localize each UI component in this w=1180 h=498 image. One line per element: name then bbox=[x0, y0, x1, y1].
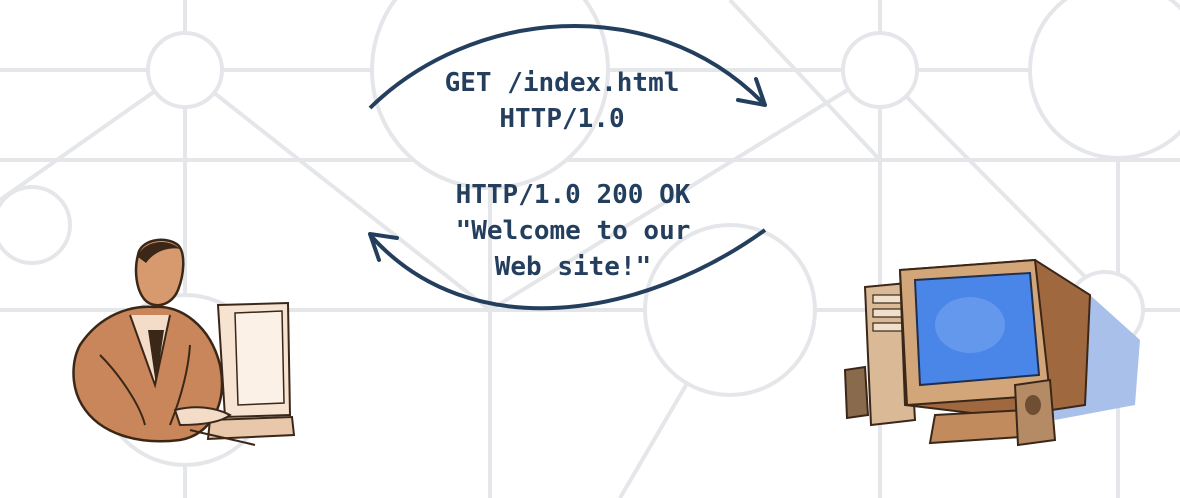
response-line-2: "Welcome to our bbox=[455, 216, 691, 246]
response-line-1: HTTP/1.0 200 OK bbox=[455, 180, 691, 210]
person-at-computer-icon bbox=[72, 238, 296, 446]
request-line-2: HTTP/1.0 bbox=[499, 104, 625, 134]
arrow-right-icon bbox=[368, 24, 767, 110]
arrow-left-icon bbox=[368, 228, 767, 311]
response-line-3: Web site!" bbox=[494, 252, 652, 282]
request-line-1: GET /index.html bbox=[444, 68, 680, 98]
desktop-computer-icon bbox=[843, 258, 1140, 447]
